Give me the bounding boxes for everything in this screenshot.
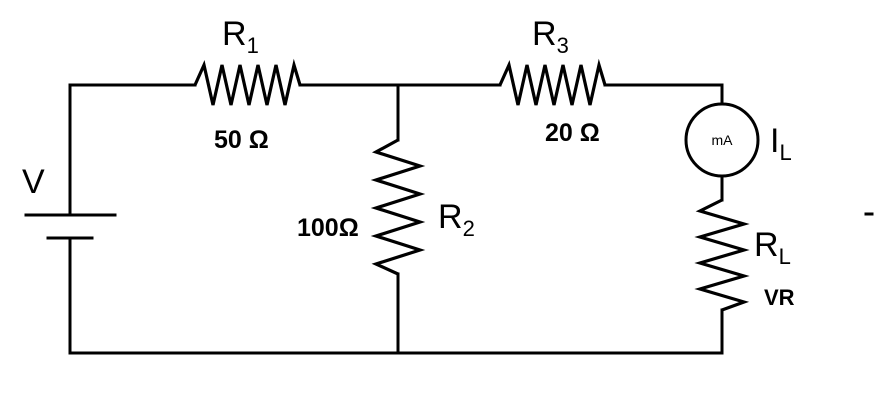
r1-value: 50 Ω: [214, 126, 269, 154]
rl-name: R: [754, 226, 779, 264]
current-subscript: L: [779, 140, 791, 165]
wires: [68, 83, 724, 355]
source-label: V: [22, 163, 45, 201]
resistor-r2: [370, 138, 426, 276]
battery-symbol: [24, 213, 117, 240]
r3-value: 20 Ω: [545, 119, 600, 147]
r2-value: 100Ω: [297, 214, 359, 242]
rl-value: VR: [764, 285, 795, 310]
r3-name: R: [532, 15, 557, 53]
resistor-r1: [193, 58, 302, 106]
r3-subscript: 3: [557, 33, 569, 58]
rl-subscript: L: [779, 244, 791, 269]
current-name: I: [770, 122, 779, 160]
r3-label: R3: [532, 15, 569, 58]
current-label: IL: [770, 122, 792, 165]
rl-label: RL: [754, 226, 791, 269]
r1-name: R: [222, 15, 247, 53]
meter-unit: mA: [712, 132, 734, 148]
resistor-rl: [694, 198, 750, 312]
resistor-r3: [498, 58, 607, 106]
r1-subscript: 1: [247, 33, 259, 58]
r2-label: R2: [438, 198, 475, 241]
r2-name: R: [438, 198, 463, 236]
r1-label: R1: [222, 15, 259, 58]
r2-subscript: 2: [463, 216, 475, 241]
milliammeter-symbol: [684, 102, 760, 178]
